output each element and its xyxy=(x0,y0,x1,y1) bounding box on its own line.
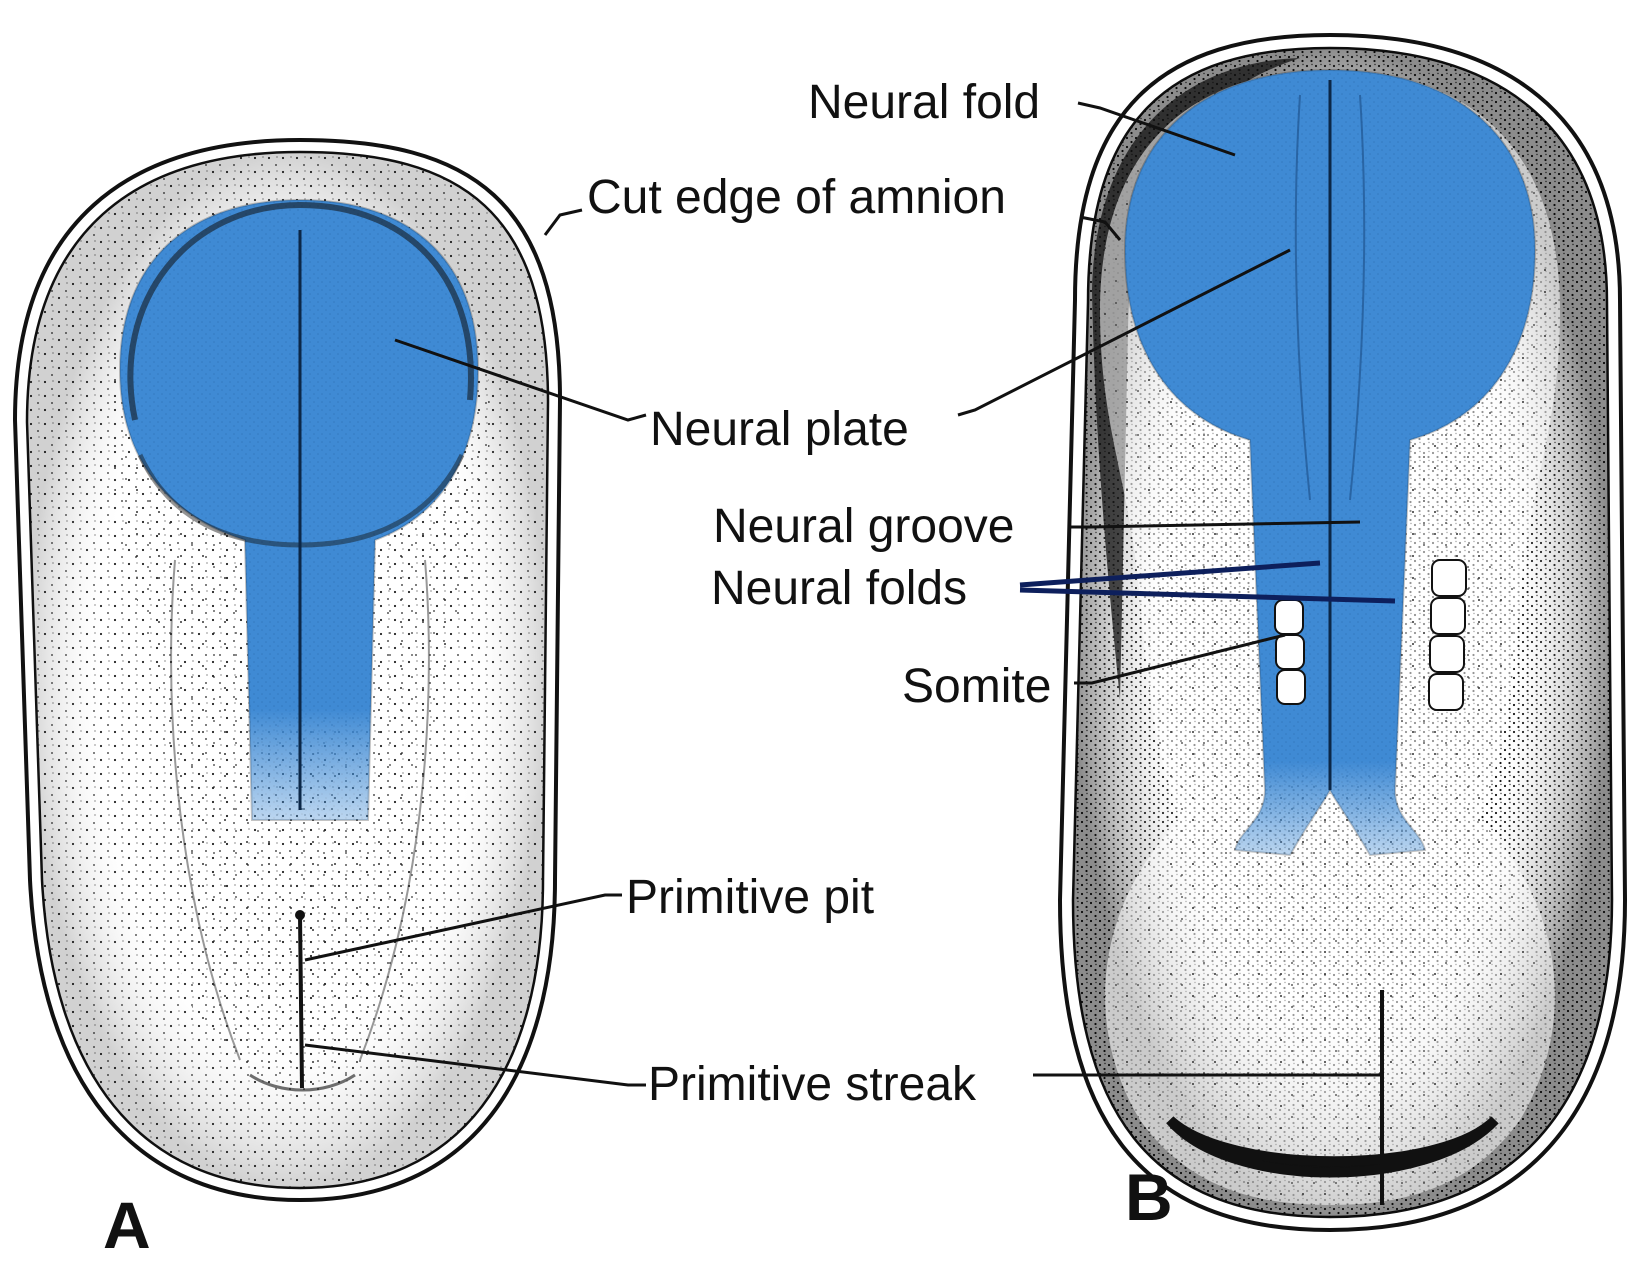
panel-letter-a: A xyxy=(103,1188,151,1262)
label-neural-folds: Neural folds xyxy=(711,562,967,615)
primitive-streak-a xyxy=(300,915,302,1088)
label-primitive-streak: Primitive streak xyxy=(648,1058,977,1111)
label-neural-fold: Neural fold xyxy=(808,76,1040,129)
embryo-a xyxy=(15,140,560,1200)
label-neural-plate: Neural plate xyxy=(650,403,909,456)
label-somite: Somite xyxy=(902,660,1051,713)
label-primitive-pit: Primitive pit xyxy=(626,871,874,924)
label-cut-edge-of-amnion: Cut edge of amnion xyxy=(587,171,1006,224)
somites-left xyxy=(1275,600,1305,704)
label-neural-groove: Neural groove xyxy=(713,500,1015,553)
embryo-b xyxy=(1060,35,1625,1230)
panel-letter-b: B xyxy=(1125,1160,1173,1234)
